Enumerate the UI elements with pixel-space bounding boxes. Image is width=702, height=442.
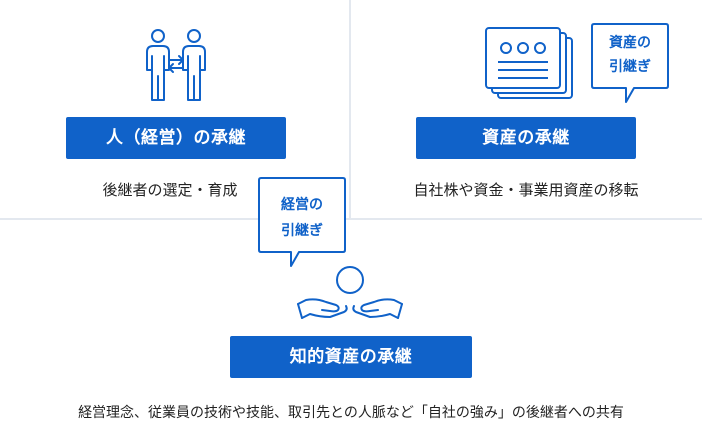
management-transfer-speech-bubble: [258, 177, 346, 267]
asset-transfer-speech-bubble: [591, 23, 669, 103]
panel-intellectual-asset-succession: [0, 220, 702, 442]
asset-succession-description: 自社株や資金・事業用資産の移転: [413, 181, 639, 199]
center-bubble-line1: 経営の: [281, 197, 323, 213]
intellectual-asset-succession-description: 経営理念、従業員の技術や技能、取引先との人脈など「自社の強み」の後継者への共有: [78, 405, 624, 421]
people-succession-label: 人（経営）の承継: [66, 117, 286, 159]
intellectual-asset-succession-label: 知的資産の承継: [230, 336, 472, 378]
asset-succession-label: 資産の承継: [416, 117, 636, 159]
asset-bubble-line1: 資産の: [609, 35, 651, 51]
two-people-exchange-icon: [146, 29, 206, 101]
asset-bubble-line2: 引継ぎ: [609, 59, 651, 75]
center-bubble-line2: 引継ぎ: [281, 223, 323, 239]
hands-holding-sphere-icon: [297, 266, 403, 319]
documents-icon: [485, 27, 573, 99]
people-succession-description: 後継者の選定・育成: [102, 181, 238, 199]
